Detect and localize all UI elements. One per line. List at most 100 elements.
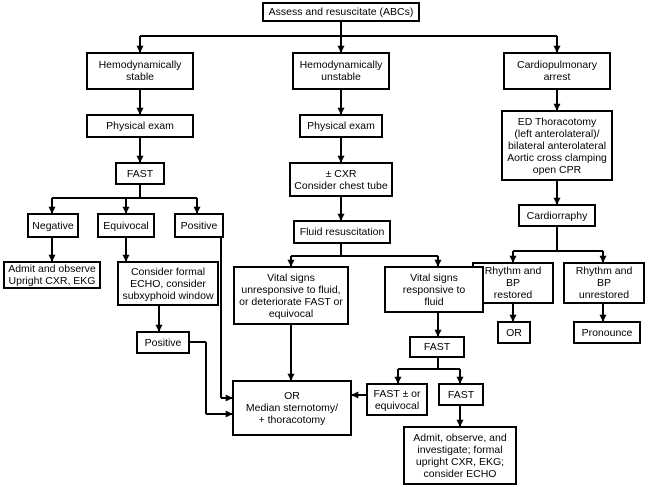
node-pe2-line: Physical exam	[307, 120, 375, 132]
node-rbpr-line: Rhythm and BP	[484, 265, 542, 289]
node-pron-text: Pronounce	[582, 327, 633, 339]
node-admit2-line: upright CXR, EKG;	[415, 455, 505, 468]
node-vsr-line: Vital signs	[410, 271, 458, 284]
node-or1-text: OR	[506, 327, 522, 339]
node-echo-line: Consider formal	[130, 265, 206, 278]
node-fast1: FAST	[115, 162, 165, 185]
node-vsr-line: fluid	[424, 295, 444, 308]
node-vsu-line: or deteriorate FAST or	[239, 295, 343, 308]
node-thor-line: (left anterolateral)/	[514, 127, 600, 140]
node-pos-line: Positive	[180, 219, 218, 232]
node-fast3-line: FAST	[447, 388, 475, 401]
node-pos2-text: Positive	[145, 337, 182, 349]
node-admit1-line: Upright CXR, EKG	[8, 275, 96, 287]
node-fast2: FAST	[409, 336, 465, 358]
node-thor: ED Thoracotomy(left anterolateral)/bilat…	[501, 110, 613, 181]
node-pos-text: Positive	[181, 220, 218, 232]
node-fast3: FAST	[438, 383, 484, 406]
node-unstable-line: Hemodynamically	[299, 59, 383, 71]
node-rbpr-line: restored	[493, 289, 533, 301]
node-admit1-line: Admit and observe	[8, 263, 96, 275]
node-pos2: Positive	[136, 331, 190, 354]
node-vsr-line: responsive to	[402, 283, 466, 296]
node-admit2-line: Admit, observe, and	[413, 431, 507, 444]
node-pe1: Physical exam	[86, 114, 194, 138]
node-fast3-text: FAST	[448, 389, 474, 401]
node-cxr-line: ± CXR	[325, 167, 357, 180]
node-admit2-line: investigate; formal	[417, 443, 503, 456]
node-thor-line: open CPR	[532, 163, 582, 176]
node-or1-line: OR	[506, 326, 522, 339]
node-cardio-line: Cardiorraphy	[526, 209, 588, 222]
node-pron-line: Pronounce	[581, 326, 633, 339]
node-equiv: Equivocal	[97, 213, 155, 238]
node-orm-line: Median sternotomy/	[245, 402, 339, 414]
node-pe1-line: Physical exam	[106, 120, 174, 132]
node-cardio: Cardiorraphy	[518, 204, 596, 227]
node-thor-line: ED Thoracotomy	[517, 115, 597, 128]
node-abc: Assess and resuscitate (ABCs)	[262, 2, 420, 22]
node-neg-line: Negative	[32, 219, 74, 232]
node-arrest-line: Cardiopulmonary	[517, 59, 597, 71]
node-neg: Negative	[27, 213, 79, 238]
node-abc-line: Assess and resuscitate (ABCs)	[268, 6, 414, 18]
node-fpe-line: equivocal	[374, 399, 420, 412]
node-vsu-line: Vital signs	[267, 271, 315, 284]
node-fluid-line: Fluid resuscitation	[299, 226, 385, 238]
node-thor-line: bilateral anterolateral	[507, 139, 607, 152]
node-rbpu-line: unrestored	[578, 289, 630, 301]
node-echo-line: subxyphoid window	[122, 289, 214, 302]
node-vsu-line: unresponsive to fluid,	[241, 283, 341, 296]
node-fast1-text: FAST	[127, 168, 153, 180]
node-admit2-line: consider ECHO	[423, 467, 497, 480]
node-pos2-line: Positive	[144, 336, 182, 349]
node-vsu-line: equivocal	[268, 307, 314, 320]
node-equiv-line: Equivocal	[103, 219, 149, 232]
node-fast1-line: FAST	[126, 167, 154, 180]
node-rbpu-line: Rhythm and BP	[575, 265, 633, 289]
node-abc-text: Assess and resuscitate (ABCs)	[269, 6, 414, 18]
node-fast2-text: FAST	[424, 341, 450, 353]
node-pron: Pronounce	[573, 321, 641, 344]
node-pe2: Physical exam	[299, 114, 383, 138]
node-equiv-text: Equivocal	[103, 220, 149, 232]
node-fpe-line: FAST ± or	[373, 387, 421, 400]
node-stable-line: Hemodynamically	[98, 59, 182, 71]
node-pe2-text: Physical exam	[307, 120, 375, 132]
node-stable-line: stable	[125, 71, 155, 83]
node-fast2-line: FAST	[423, 341, 451, 353]
node-fluid: Fluid resuscitation	[293, 220, 391, 244]
node-or1: OR	[497, 321, 531, 344]
node-cardio-text: Cardiorraphy	[527, 210, 588, 222]
node-unstable-line: unstable	[321, 71, 361, 83]
node-pos: Positive	[174, 213, 224, 238]
node-neg-text: Negative	[32, 220, 73, 232]
node-pe1-text: Physical exam	[106, 120, 174, 132]
node-orm-line: OR	[284, 390, 300, 402]
